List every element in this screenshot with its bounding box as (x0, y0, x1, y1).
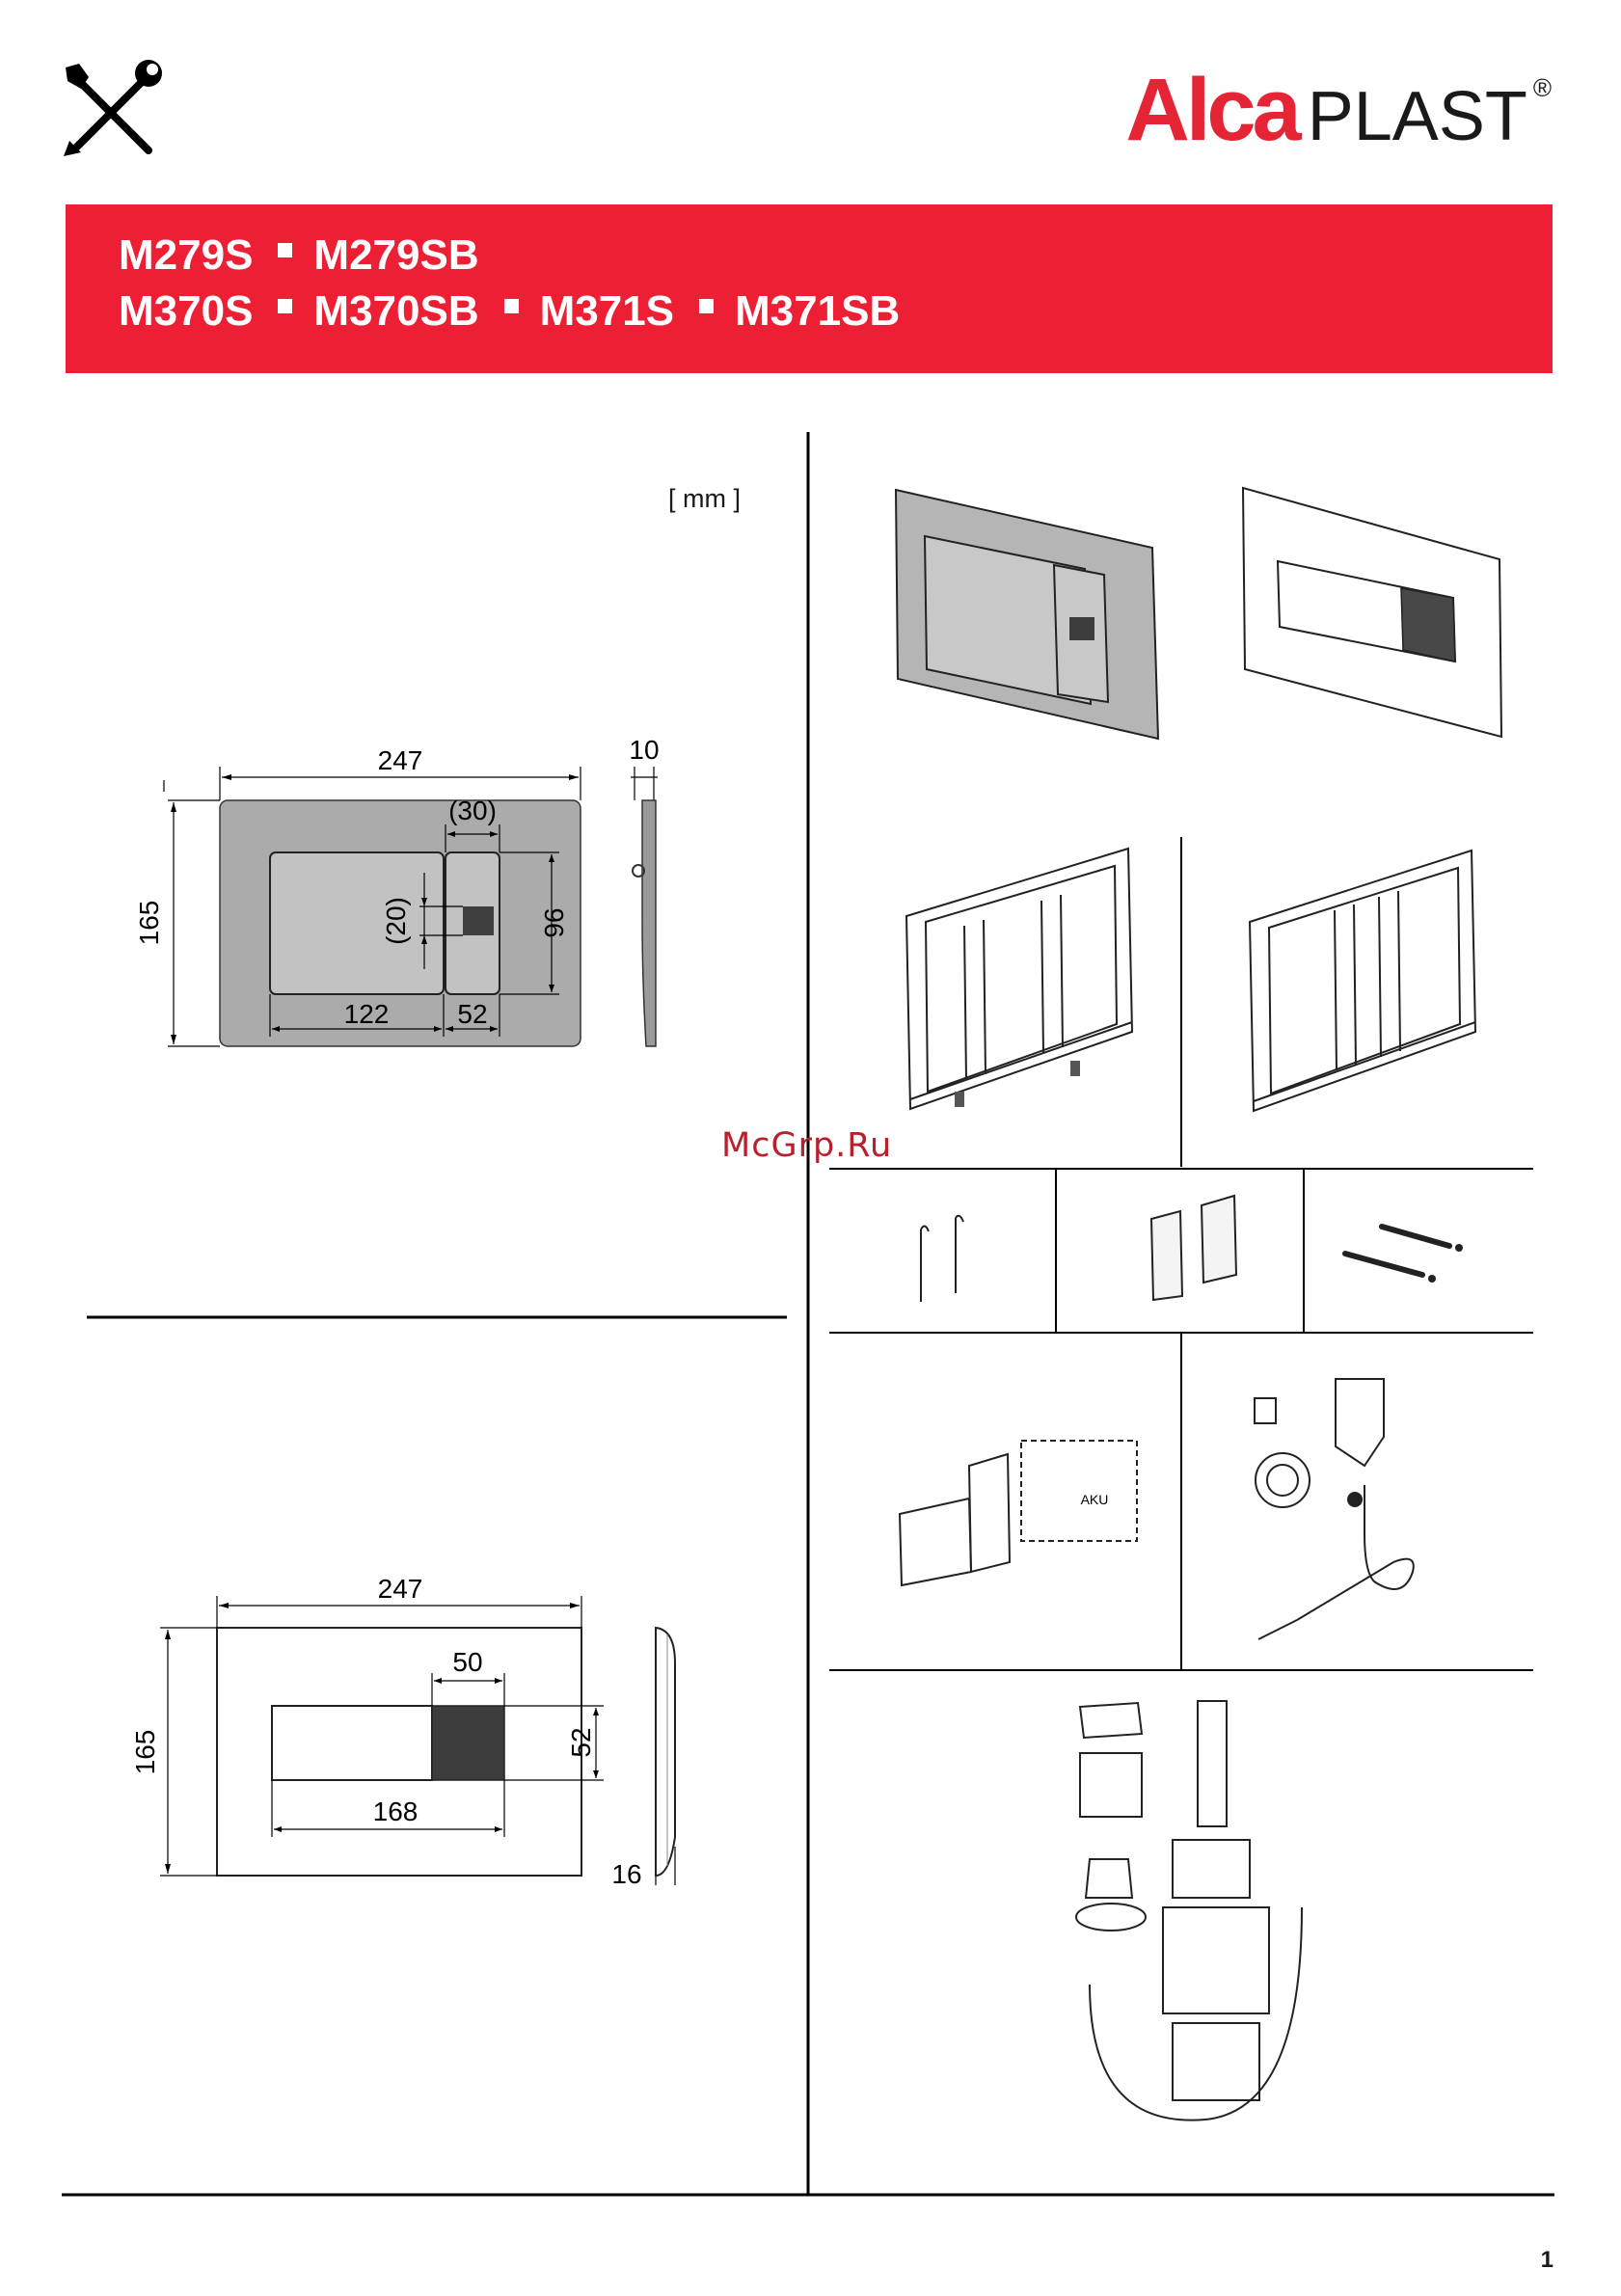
mounting-frame-image-2 (1244, 839, 1485, 1119)
dim-button-height: 96 (539, 907, 569, 937)
dim-height: 165 (135, 901, 164, 946)
dim-height: 165 (135, 1730, 160, 1775)
battery-bracket-image: AKU (892, 1427, 1143, 1591)
dim-sensor-height: 52 (566, 1727, 596, 1757)
dim-button-inset: (30) (448, 796, 497, 825)
dimension-drawing-m279: 247 10 (30) 165 (20) 96 122 52 (135, 728, 714, 1056)
mounting-frame-image-1 (897, 839, 1143, 1128)
page-number: 1 (1541, 2247, 1553, 2274)
dim-depth: 16 (611, 1859, 641, 1885)
dim-depth: 10 (629, 735, 659, 765)
dim-width: 247 (378, 1574, 423, 1604)
dim-small-button: 52 (457, 999, 487, 1029)
dim-button-width: 168 (373, 1796, 419, 1826)
bracket-plates-image (1148, 1186, 1254, 1302)
spring-clip-image (911, 1210, 979, 1307)
watermark: McGrp.Ru (721, 1126, 892, 1165)
dim-large-button: 122 (344, 999, 390, 1029)
dimension-drawing-m370: 247 50 165 52 168 16 (135, 1557, 714, 1885)
valve-assembly-image (1220, 1360, 1461, 1659)
dim-sensor-height: (20) (381, 897, 411, 945)
battery-label: AKU (1081, 1492, 1109, 1507)
product-image-m370-plate (1239, 482, 1504, 743)
units-label: [ mm ] (668, 484, 741, 514)
dim-sensor-width: 50 (452, 1647, 482, 1677)
flush-valve-image (1051, 1695, 1369, 2144)
screws-image (1336, 1215, 1471, 1292)
dim-width: 247 (378, 745, 423, 775)
product-image-m279-plate (892, 480, 1162, 741)
